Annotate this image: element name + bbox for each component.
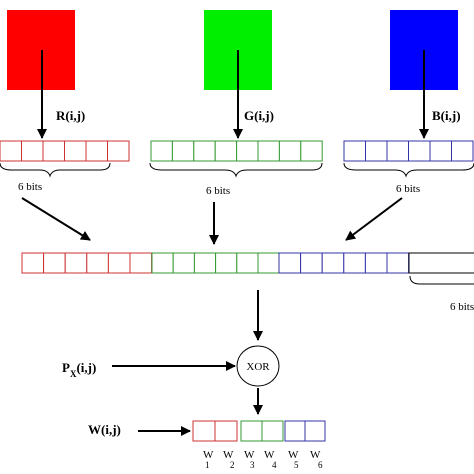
- concat-blue-cell-3: [321, 252, 345, 274]
- green-bit-cell-8: [300, 140, 323, 162]
- concat-blue-cell-5: [364, 252, 388, 274]
- concat-blue-cell-4: [343, 252, 366, 274]
- blue-bit-cell-1: [343, 140, 366, 162]
- concat-red-cell-4: [86, 252, 109, 274]
- right-diagonal-arrow: [345, 197, 403, 241]
- concat-blue-cell-2: [300, 252, 323, 274]
- blue-bit-cell-4: [408, 140, 431, 162]
- concat-red-cell-5: [107, 252, 131, 274]
- concat-red-cell-2: [43, 252, 66, 274]
- bits-label-red: 6 bits: [18, 181, 42, 193]
- concat-extra-cell: [408, 252, 474, 274]
- red-bit-cell-2: [21, 140, 44, 162]
- bits-label-blue: 6 bits: [396, 183, 420, 195]
- green-bit-cell-3: [193, 140, 216, 162]
- concat-green-cell-2: [172, 252, 195, 274]
- green-brace: [149, 162, 323, 178]
- concat-green-cell-5: [236, 252, 259, 274]
- blue-bit-cell-2: [365, 140, 388, 162]
- concat-green-cell-1: [151, 252, 174, 274]
- r-label: R(i,j): [56, 108, 85, 123]
- red-bits-row: [0, 140, 130, 162]
- concat-green-cell-3: [193, 252, 217, 274]
- w-red-cell-1: [192, 420, 216, 442]
- green-bit-cell-4: [214, 140, 238, 162]
- concat-green-cell-4: [215, 252, 238, 274]
- concat-red-cell-1: [21, 252, 45, 274]
- red-bit-cell-3: [42, 140, 65, 162]
- g-label: G(i,j): [244, 108, 274, 123]
- blue-bit-cell-6: [451, 140, 474, 162]
- extra-bits-brace: [409, 275, 474, 285]
- px-label: PX(i,j): [62, 360, 96, 379]
- green-bit-cell-5: [236, 140, 259, 162]
- green-bit-cell-6: [257, 140, 280, 162]
- red-bit-cell-1: [0, 140, 22, 162]
- red-bit-cell-4: [64, 140, 87, 162]
- concatenated-bits-row: [21, 252, 474, 274]
- green-bit-cell-1: [150, 140, 173, 162]
- blue-bit-cell-5: [429, 140, 452, 162]
- xor-label: XOR: [246, 361, 270, 373]
- green-bits-row: [150, 140, 323, 162]
- bits-label-green: 6 bits: [206, 185, 230, 197]
- concat-blue-cell-1: [278, 252, 302, 274]
- extra-bits-label: 6 bits: [450, 301, 474, 313]
- green-bit-cell-2: [171, 140, 195, 162]
- w-blue-cell-2: [304, 420, 326, 442]
- blue-brace: [343, 162, 474, 178]
- concat-green-cell-6: [257, 252, 280, 274]
- w-red-cell-2: [214, 420, 238, 442]
- w-green-cell-2: [261, 420, 284, 442]
- watermark-bits-row: [192, 420, 326, 442]
- green-bit-cell-7: [278, 140, 302, 162]
- concat-blue-cell-6: [386, 252, 410, 274]
- concat-red-cell-6: [129, 252, 153, 274]
- concat-red-cell-3: [64, 252, 88, 274]
- red-brace: [0, 162, 111, 178]
- red-bit-cell-5: [85, 140, 108, 162]
- blue-bit-cell-3: [386, 140, 409, 162]
- red-bit-cell-6: [107, 140, 130, 162]
- xor-node: [236, 345, 280, 387]
- w-label: W(i,j): [88, 422, 121, 437]
- w-blue-cell-1: [284, 420, 306, 442]
- b-label: B(i,j): [432, 108, 461, 123]
- blue-bits-row: [343, 140, 474, 162]
- left-diagonal-arrow: [21, 197, 91, 241]
- w-green-cell-1: [240, 420, 263, 442]
